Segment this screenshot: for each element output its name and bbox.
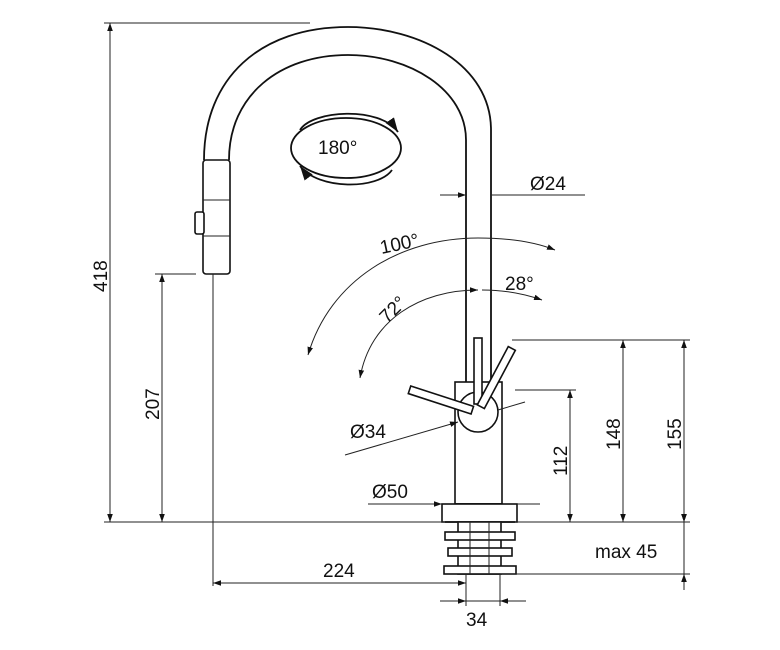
swing-100-label: 100° [378,230,421,259]
spout-outer-curve [203,26,492,195]
spray-head [202,159,231,275]
dim-lever-28 [481,289,543,301]
lever-max-height-label: 155 [665,418,686,450]
lever-angle-label: 28° [505,274,534,295]
shank-width-label: 34 [466,610,488,631]
mounting-washer [443,565,517,575]
dim-swing-72 [358,287,479,379]
lever-height-label: 112 [551,446,572,476]
rotation-arrow-icon [290,112,402,186]
base-diameter-label: Ø50 [372,482,408,503]
mounting-nut-lower [447,547,513,557]
dim-swing-100 [307,237,556,356]
lever-upright [473,337,483,405]
reach-label: 224 [323,561,355,582]
dim-body-diameter [344,401,526,456]
lever-swung [407,384,475,415]
rotation-label: 180° [318,138,357,159]
base-ring [441,503,518,523]
lever-top-height-label: 148 [604,418,625,450]
body-diameter-label: Ø34 [350,422,386,443]
spray-button [194,211,205,235]
spout-diameter-label: Ø24 [530,174,566,195]
max-thickness-label: max 45 [595,542,657,563]
total-height-label: 418 [91,260,112,292]
swing-72-label: 72° [376,293,411,328]
spout-height-label: 207 [143,388,164,420]
mounting-nut-upper [444,531,516,541]
faucet-outline [194,26,518,575]
spout-inner-curve [228,54,467,195]
